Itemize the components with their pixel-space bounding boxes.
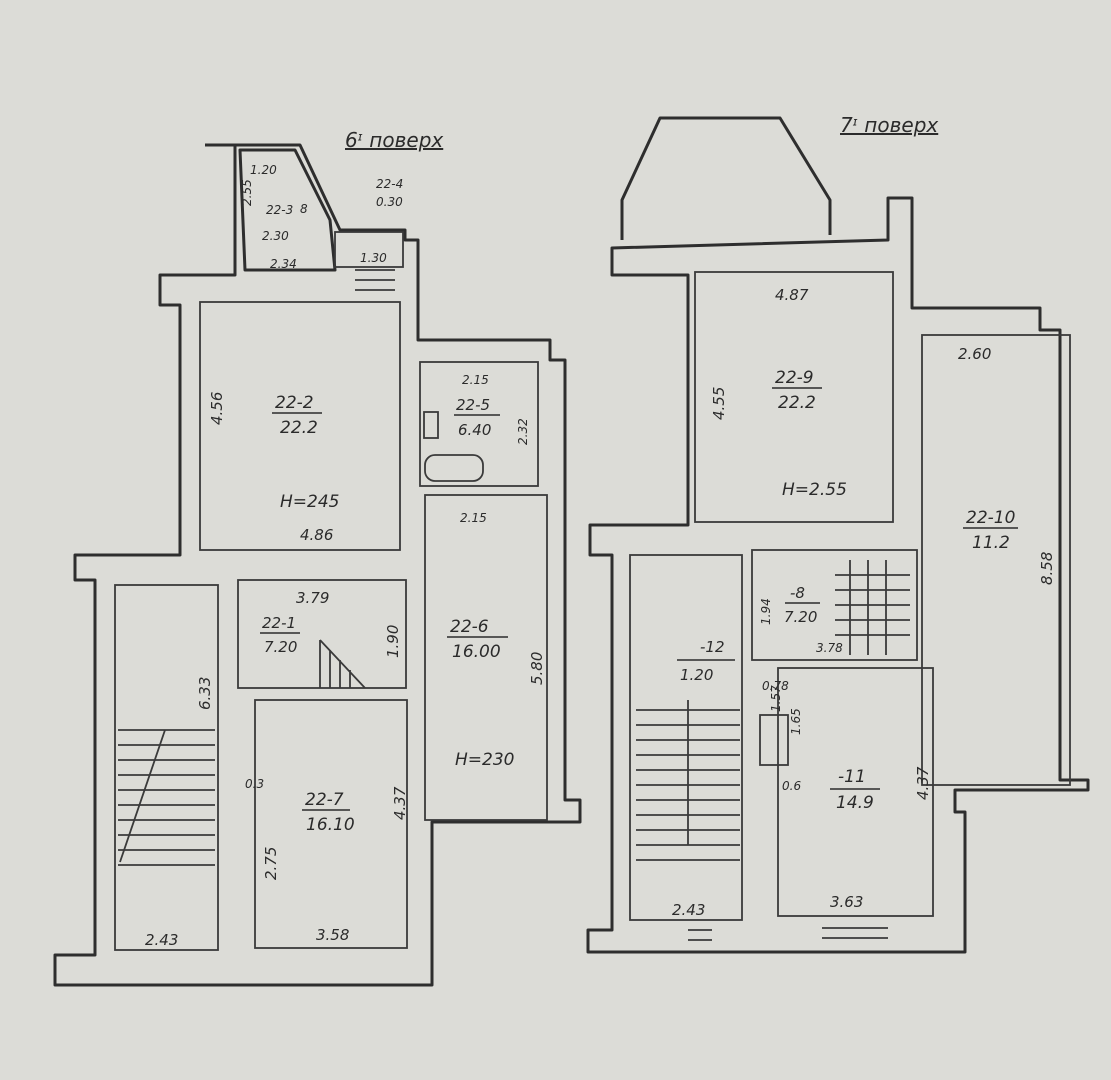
height-245: H=245 bbox=[280, 492, 339, 512]
toilet-icon bbox=[423, 411, 439, 439]
stair-7-bottom bbox=[688, 927, 888, 941]
dim-4-56: 4.56 bbox=[208, 392, 226, 425]
dim-1-20: 1.20 bbox=[250, 163, 277, 177]
room-12-outline bbox=[629, 554, 743, 921]
dim-2-43-f6: 2.43 bbox=[145, 931, 178, 949]
dim-1-90: 1.90 bbox=[384, 625, 402, 658]
room-22-4-outline bbox=[334, 231, 404, 268]
room-22-3-area: 2.30 bbox=[262, 229, 289, 243]
room-8-area: 7.20 bbox=[784, 608, 817, 626]
dim-1-30: 1.30 bbox=[360, 251, 387, 265]
dim-3-79: 3.79 bbox=[296, 589, 329, 607]
room-22-10-outline bbox=[921, 334, 1071, 786]
dim-4-87: 4.87 bbox=[775, 286, 809, 304]
room-12-area: 1.20 bbox=[680, 666, 713, 684]
dim-4-55: 4.55 bbox=[710, 387, 728, 420]
room-8-outline bbox=[751, 549, 918, 661]
dim-4-37-f7: 4.37 bbox=[914, 766, 932, 800]
dim-3-78: 3.78 bbox=[816, 641, 843, 655]
room-11-area: 14.9 bbox=[836, 793, 874, 813]
height-230: H=230 bbox=[455, 750, 514, 770]
dim-3-63: 3.63 bbox=[830, 893, 863, 911]
floor-7-outer-wall bbox=[586, 196, 1090, 954]
room-11-number: -11 bbox=[838, 767, 866, 787]
floor-7-plan bbox=[586, 116, 1090, 954]
stairwell-6-steps bbox=[118, 729, 215, 866]
stair-7-upper bbox=[835, 560, 910, 655]
dim-2-34: 2.34 bbox=[270, 257, 297, 271]
room-22-6-number: 22-6 bbox=[450, 617, 489, 637]
floor-6-inner-wall bbox=[238, 148, 337, 272]
room-22-7-outline bbox=[254, 699, 408, 949]
room-22-3-mark: 8 bbox=[300, 202, 308, 216]
room-12-number: -12 bbox=[700, 638, 725, 656]
stair-icon bbox=[319, 639, 366, 689]
dim-4-86: 4.86 bbox=[300, 526, 333, 544]
dim-2-32: 2.32 bbox=[516, 418, 530, 445]
room-22-7-number: 22-7 bbox=[305, 790, 344, 810]
dim-1-57: 1.57 bbox=[769, 685, 783, 712]
room-22-1-number: 22-1 bbox=[262, 614, 296, 632]
room-22-10-number: 22-10 bbox=[966, 508, 1015, 528]
height-255: H=2.55 bbox=[782, 480, 847, 500]
bathtub-icon bbox=[424, 454, 484, 482]
toilet-7-icon bbox=[759, 714, 789, 766]
room-22-9-area: 22.2 bbox=[778, 393, 816, 413]
dim-0-6: 0.6 bbox=[782, 779, 801, 793]
dim-2-60: 2.60 bbox=[958, 345, 991, 363]
room-22-5-number: 22-5 bbox=[456, 396, 490, 414]
room-22-2-number: 22-2 bbox=[275, 393, 314, 413]
dim-3-58: 3.58 bbox=[316, 926, 349, 944]
dim-2-15-top: 2.15 bbox=[462, 373, 489, 387]
dim-2-55: 2.55 bbox=[240, 179, 254, 206]
room-22-3-number: 22-3 bbox=[266, 203, 293, 217]
floor-6-title: 6ᶦ поверх bbox=[345, 128, 443, 152]
stairwell-7-steps bbox=[636, 700, 740, 861]
floor-7-title: 7ᶦ поверх bbox=[840, 113, 938, 137]
room-22-10-area: 11.2 bbox=[972, 533, 1010, 553]
room-22-2-outline bbox=[199, 301, 401, 551]
room-8-number: -8 bbox=[790, 584, 805, 602]
dim-2-43-f7: 2.43 bbox=[672, 901, 705, 919]
room-22-2-area: 22.2 bbox=[280, 418, 318, 438]
floor-7-roof-outline bbox=[620, 116, 832, 240]
room-22-5-outline bbox=[419, 361, 539, 487]
room-22-5-area: 6.40 bbox=[458, 421, 491, 439]
room-22-9-number: 22-9 bbox=[775, 368, 814, 388]
room-22-4-area: 0.30 bbox=[376, 195, 403, 209]
dim-6-33: 6.33 bbox=[196, 677, 214, 710]
room-22-6-outline bbox=[424, 494, 548, 821]
room-22-7-area: 16.10 bbox=[306, 815, 355, 835]
room-22-4-number: 22-4 bbox=[376, 177, 403, 191]
room-22-6-area: 16.00 bbox=[452, 642, 501, 662]
dim-8-58: 8.58 bbox=[1038, 552, 1056, 585]
dim-1-94: 1.94 bbox=[759, 598, 773, 625]
dim-1-65: 1.65 bbox=[789, 708, 803, 735]
dim-2-15-bottom: 2.15 bbox=[460, 511, 487, 525]
room-11-outline bbox=[777, 667, 934, 917]
room-22-9-outline bbox=[694, 271, 894, 523]
floor-6-plan bbox=[53, 143, 582, 987]
room-22-1-outline bbox=[237, 579, 407, 689]
dim-0-3: 0.3 bbox=[245, 777, 264, 791]
stairwell-6-outline bbox=[114, 584, 219, 951]
floor-6-outer-wall bbox=[53, 143, 582, 987]
room-22-1-area: 7.20 bbox=[264, 638, 297, 656]
dim-2-75: 2.75 bbox=[262, 847, 280, 880]
stair-6-small bbox=[355, 269, 395, 291]
dim-4-37-f6: 4.37 bbox=[391, 786, 409, 820]
dim-0-78: 0.78 bbox=[762, 679, 789, 693]
dim-5-80: 5.80 bbox=[528, 652, 546, 685]
